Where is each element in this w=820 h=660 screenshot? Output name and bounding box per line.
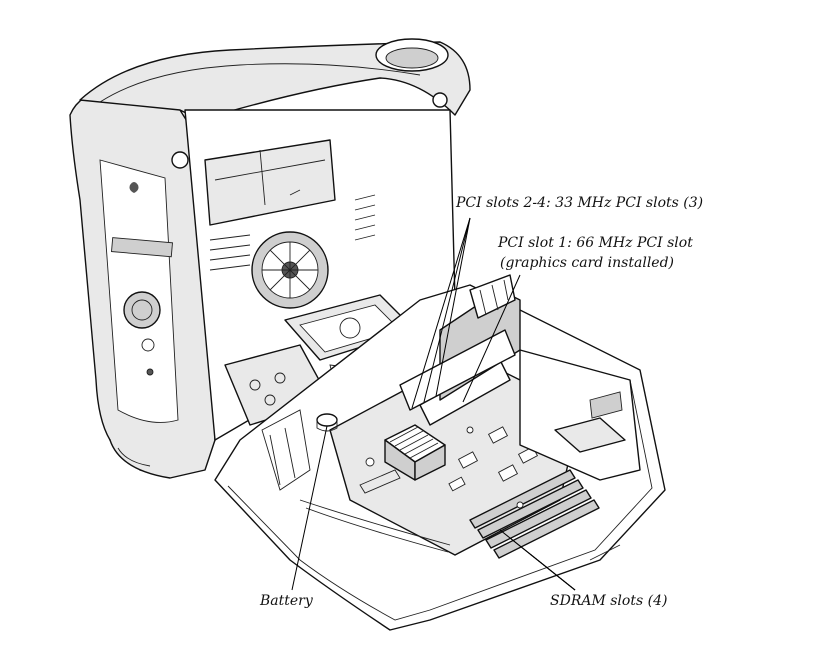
side-door-logic-board — [214, 274, 666, 631]
battery — [316, 413, 338, 432]
front-speaker-grille — [123, 291, 161, 329]
battery-label: Battery — [260, 593, 313, 609]
pci-slot-1-label-line2: (graphics card installed) — [500, 255, 675, 271]
processor-heatsink — [384, 424, 446, 481]
tower-front-panel — [69, 89, 216, 479]
sdram-slots — [469, 469, 600, 559]
apple-logo-icon — [129, 182, 139, 193]
leader-lines — [291, 217, 576, 591]
pci-slots-2-4-label: PCI slots 2-4: 33 MHz PCI slots (3) — [456, 195, 704, 211]
pci-slot-1-label-line1: PCI slot 1: 66 MHz PCI slot — [498, 235, 693, 251]
optical-drive-slot — [111, 237, 173, 258]
cooling-fan — [251, 231, 329, 309]
power-supply — [204, 139, 336, 226]
sdram-slots-label: SDRAM slots (4) — [550, 593, 668, 609]
power-button-icon — [141, 338, 155, 352]
top-handle — [79, 38, 471, 169]
